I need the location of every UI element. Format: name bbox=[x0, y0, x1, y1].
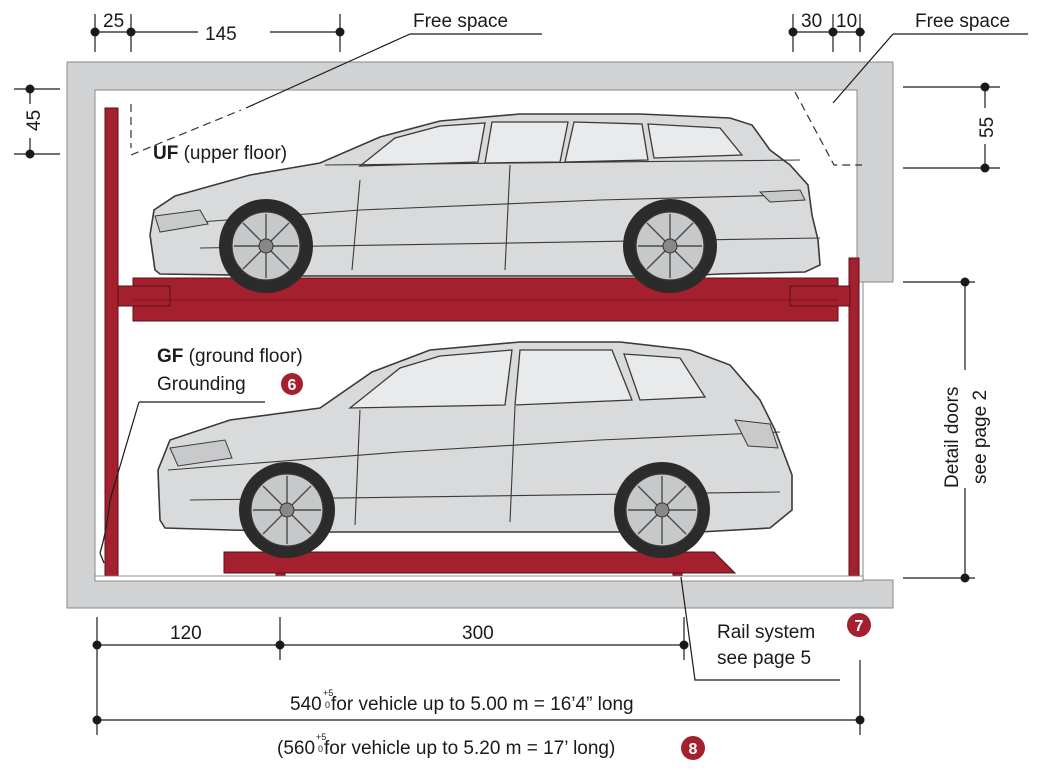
ground-platform bbox=[223, 551, 737, 574]
svg-text:540: 540 bbox=[290, 694, 322, 715]
dim-top-30: 30 bbox=[801, 11, 822, 32]
length-main-label: 540 +5 0 for vehicle up to 5.00 m = 16’4… bbox=[290, 688, 634, 715]
detail-doors-line1: Detail doors bbox=[942, 387, 963, 488]
lift-post-left bbox=[104, 107, 119, 579]
svg-text:6: 6 bbox=[288, 377, 297, 394]
upper-car bbox=[149, 113, 821, 293]
rail-system-badge: 7 bbox=[847, 613, 871, 637]
bottom-dimensions: 120 300 Rail system see page 5 7 540 +5 … bbox=[92, 576, 871, 760]
grounding-label: Grounding bbox=[157, 374, 246, 395]
gf-text: (ground floor) bbox=[183, 346, 302, 367]
free-space-markers bbox=[130, 33, 1028, 166]
svg-text:for vehicle up to 5.00 m = 16’: for vehicle up to 5.00 m = 16’4” long bbox=[331, 694, 634, 715]
dim-bottom-300: 300 bbox=[462, 623, 494, 644]
dim-left-45: 45 bbox=[24, 110, 45, 131]
length-alt-badge: 8 bbox=[681, 736, 705, 760]
grounding-badge: 6 bbox=[281, 373, 303, 395]
svg-text:+5: +5 bbox=[316, 732, 326, 742]
side-dimensions: 45 55 Detail doors see page 2 bbox=[14, 82, 1000, 583]
dim-top-10: 10 bbox=[836, 11, 857, 32]
svg-text:+5: +5 bbox=[323, 688, 333, 698]
uf-text: (upper floor) bbox=[178, 143, 287, 164]
dim-top-145: 145 bbox=[205, 24, 237, 45]
rail-system-line1: Rail system bbox=[717, 622, 815, 643]
free-space-right-dashed bbox=[794, 91, 862, 166]
leader-free-space-right bbox=[832, 33, 894, 104]
dim-bottom-120: 120 bbox=[170, 623, 202, 644]
top-dimensions: 25 145 30 10 bbox=[90, 11, 865, 52]
gf-abbrev: GF bbox=[157, 346, 183, 367]
free-space-right-label: Free space bbox=[915, 11, 1010, 32]
svg-text:(560: (560 bbox=[277, 738, 315, 759]
detail-doors-line2: see page 2 bbox=[970, 390, 991, 484]
length-alt-label: (560 +5 0 for vehicle up to 5.20 m = 17’… bbox=[277, 732, 615, 759]
grounding-cable bbox=[99, 499, 111, 564]
free-space-left-label: Free space bbox=[413, 11, 508, 32]
svg-text:0: 0 bbox=[325, 700, 330, 710]
svg-text:8: 8 bbox=[689, 741, 698, 758]
free-space-left-dashed bbox=[130, 109, 242, 156]
ground-floor-label: GF (ground floor) bbox=[157, 346, 303, 367]
lower-car bbox=[157, 341, 793, 558]
rail-system-line2: see page 5 bbox=[717, 648, 811, 669]
uf-abbrev: UF bbox=[153, 143, 178, 164]
svg-text:0: 0 bbox=[318, 744, 323, 754]
svg-text:for vehicle up to 5.20 m = 17’: for vehicle up to 5.20 m = 17’ long) bbox=[324, 738, 615, 759]
dim-top-25: 25 bbox=[103, 11, 124, 32]
leader-free-space-left bbox=[245, 33, 411, 109]
upper-floor-label: UF (upper floor) bbox=[153, 143, 287, 164]
dim-right-55: 55 bbox=[977, 117, 998, 138]
svg-text:7: 7 bbox=[855, 618, 864, 635]
